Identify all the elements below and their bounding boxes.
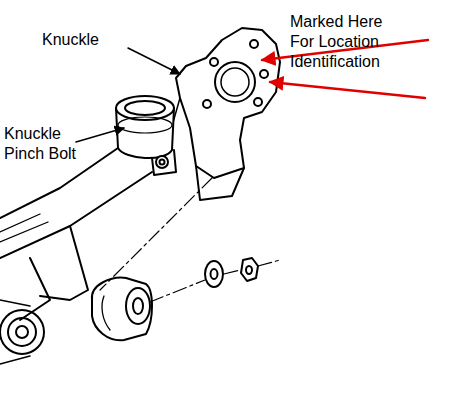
red-arrow	[270, 82, 425, 98]
part-label: Knuckle Pinch Bolt	[4, 124, 80, 164]
pinch-bolt	[156, 156, 168, 168]
part-label: Knuckle	[42, 30, 132, 50]
knuckle-plate	[176, 28, 280, 178]
bushing	[92, 278, 152, 341]
part-label: Marked Here For Location Identification	[290, 12, 402, 72]
nut	[241, 258, 258, 281]
washer	[205, 261, 223, 287]
